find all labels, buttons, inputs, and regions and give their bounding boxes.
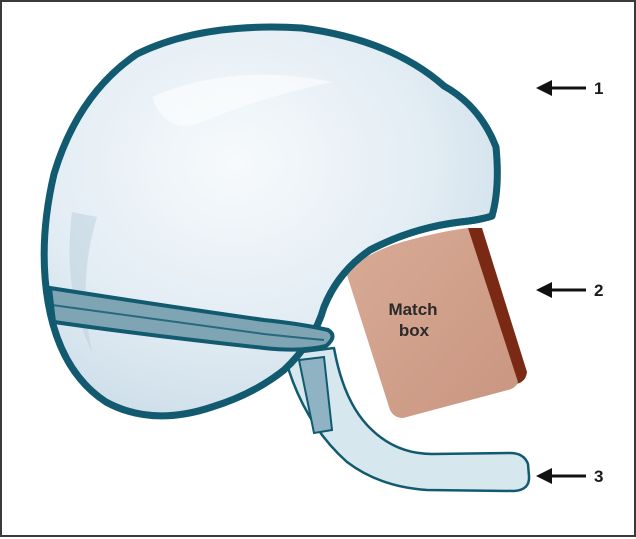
matchbox <box>346 228 518 418</box>
callout-label-1: 1 <box>594 79 603 98</box>
callout-arrow-1 <box>536 80 586 96</box>
callout-arrow-2 <box>536 282 586 298</box>
matchbox-label-line1: Match <box>388 300 437 319</box>
callout-label-2: 2 <box>594 281 603 300</box>
callout-arrow-3 <box>536 468 586 484</box>
matchbox-label-line2: box <box>399 321 430 340</box>
callout-label-3: 3 <box>594 467 603 486</box>
